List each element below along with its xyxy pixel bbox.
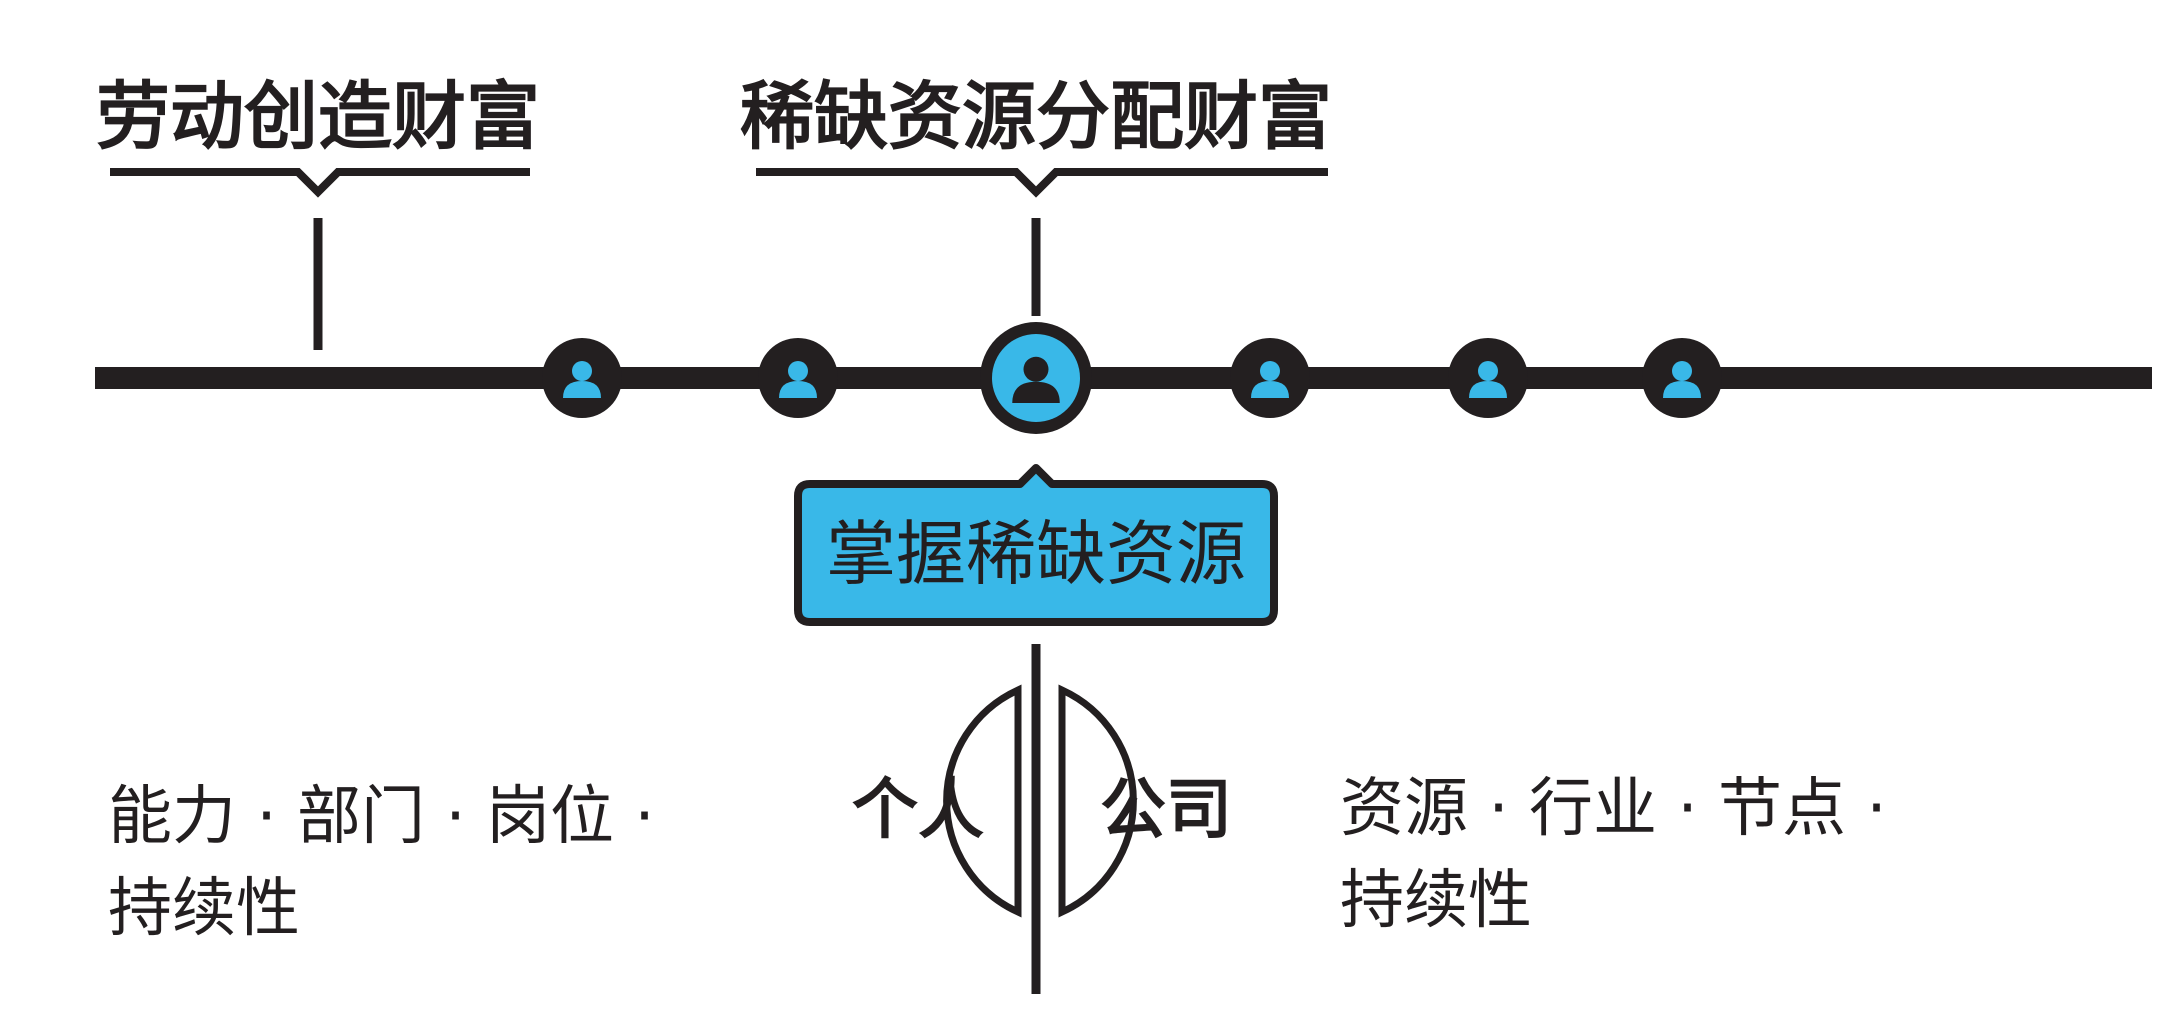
company-factors-line1: 资源 · 行业 · 节点 · <box>1340 772 1887 846</box>
person-node-highlighted <box>980 322 1092 434</box>
person-icon <box>563 361 601 398</box>
person-icon <box>1469 361 1507 398</box>
company-half-circle <box>1058 684 1137 918</box>
callout-box <box>794 464 1278 626</box>
callout-label: 掌握稀缺资源 <box>826 513 1246 595</box>
personal-factors-line1: 能力 · 部门 · 岗位 · <box>108 780 655 854</box>
person-node <box>1642 338 1722 418</box>
person-nodes <box>542 322 1722 434</box>
person-node <box>1230 338 1310 418</box>
header-left-bracket <box>110 168 530 198</box>
person-node <box>758 338 838 418</box>
header-center-label: 稀缺资源分配财富 <box>740 74 1332 160</box>
person-icon <box>1663 361 1701 398</box>
company-word: 公司 <box>1100 771 1232 848</box>
company-factors-line2: 持续性 <box>1340 864 1532 938</box>
person-icon <box>1251 361 1289 398</box>
person-node <box>1448 338 1528 418</box>
header-center-bracket <box>756 168 1328 198</box>
header-left-label: 劳动创造财富 <box>96 74 540 160</box>
person-icon <box>1012 356 1060 403</box>
person-icon <box>779 361 817 398</box>
personal-word: 个人 <box>852 771 984 848</box>
personal-factors-line2: 持续性 <box>108 872 300 946</box>
personal-half-circle <box>943 684 1022 918</box>
person-node <box>542 338 622 418</box>
